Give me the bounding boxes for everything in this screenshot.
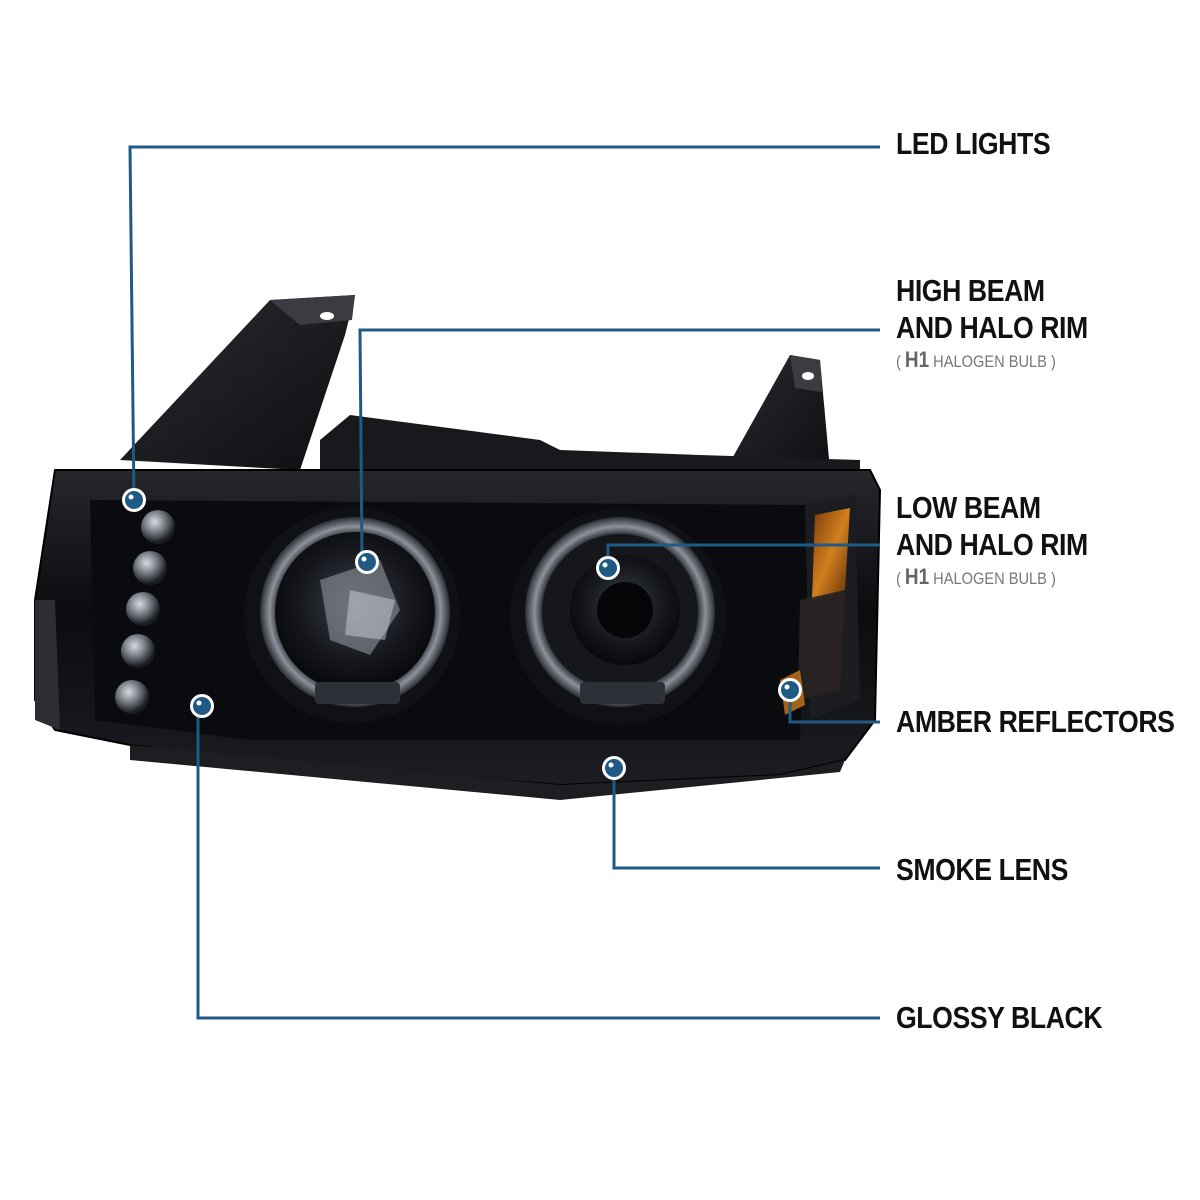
callout-dot-icon	[778, 678, 802, 702]
callout-dot-icon	[355, 550, 379, 574]
callout-label-high-beam-line1: HIGH BEAM	[896, 273, 1045, 308]
bulb-desc: HALOGEN BULB )	[929, 352, 1056, 371]
callout-line-smoke	[612, 768, 880, 870]
callout-sub-low-beam: ( H1 HALOGEN BULB )	[896, 564, 1056, 589]
callout-line-glossy	[196, 706, 880, 1020]
amber-reflector	[780, 495, 860, 720]
callout-label-glossy-black: GLOSSY BLACK	[896, 1000, 1103, 1035]
low-beam-projector	[510, 509, 726, 725]
bulb-type: H1	[904, 564, 930, 589]
callout-label-low-beam-line2: AND HALO RIM	[896, 527, 1088, 562]
callout-line-led	[128, 145, 880, 501]
callout-dot-icon	[190, 694, 214, 718]
callout-dot-icon	[596, 556, 620, 580]
mounting-bracket-right	[720, 355, 830, 480]
callout-label-amber-reflectors: AMBER REFLECTORS	[896, 704, 1175, 739]
high-beam-projector	[244, 507, 460, 723]
bulb-desc: HALOGEN BULB )	[929, 569, 1056, 588]
callout-line-high	[358, 328, 880, 561]
led-strip	[115, 510, 175, 714]
sub-open: (	[896, 569, 905, 588]
callout-dots	[122, 488, 802, 780]
callout-label-low-beam-line1: LOW BEAM	[896, 490, 1041, 525]
callout-label-led-lights: LED LIGHTS	[896, 126, 1051, 161]
callout-label-high-beam-line2: AND HALO RIM	[896, 310, 1088, 345]
bulb-type: H1	[904, 347, 930, 372]
mounting-bracket-left	[120, 295, 355, 470]
callout-sub-high-beam: ( H1 HALOGEN BULB )	[896, 347, 1056, 372]
callout-dot-icon	[122, 488, 146, 512]
callout-lines	[128, 145, 880, 1020]
sub-open: (	[896, 352, 905, 371]
callout-label-smoke-lens: SMOKE LENS	[896, 852, 1068, 887]
callout-dot-icon	[602, 756, 626, 780]
